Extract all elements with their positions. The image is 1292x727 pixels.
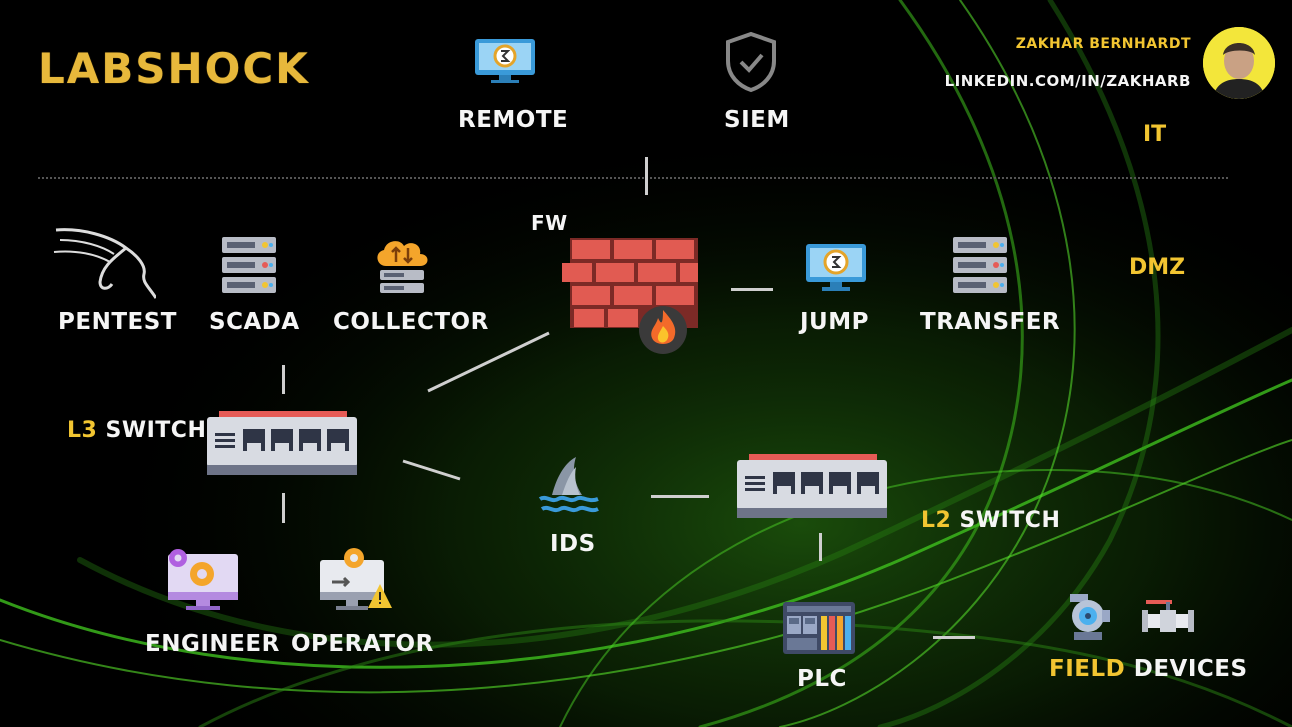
valve-icon [1142, 596, 1194, 640]
transfer-server-icon [952, 236, 1008, 300]
l3-switch-icon [205, 409, 359, 483]
link-plc-field [933, 636, 975, 639]
zone-it-label: IT [1143, 122, 1167, 147]
l3-switch-label: L3 SWITCH [67, 418, 206, 443]
pump-icon [1066, 592, 1110, 646]
author-avatar [1203, 27, 1275, 99]
scada-server-icon [221, 236, 277, 300]
plc-icon [781, 600, 857, 660]
author-link[interactable]: LINKEDIN.COM/IN/ZAKHARB [944, 72, 1191, 90]
jump-monitor-icon [805, 243, 867, 297]
jump-label: JUMP [800, 309, 869, 335]
l2-switch-icon [735, 452, 889, 526]
link-l3switch-ids [402, 459, 461, 481]
app-logo: LABSHOCK [38, 44, 310, 93]
firewall-icon [560, 236, 700, 358]
kali-dragon-icon [52, 226, 158, 308]
siem-label: SIEM [724, 107, 790, 133]
l2-switch-label: L2 SWITCH [921, 508, 1060, 533]
author-name: ZAKHAR BERNHARDT [1015, 36, 1191, 52]
link-fw-l3switch [427, 331, 550, 393]
operator-monitor-icon [318, 546, 394, 616]
remote-monitor-icon [474, 38, 536, 88]
link-fw-jump [731, 288, 773, 291]
field-prefix: FIELD [1049, 656, 1126, 682]
fw-label: FW [531, 211, 568, 235]
link-l3-engineer [282, 493, 285, 523]
link-scada-l3 [282, 365, 285, 394]
l3-prefix: L3 [67, 418, 98, 443]
link-l2-plc [819, 533, 822, 561]
collector-label: COLLECTOR [333, 309, 489, 335]
transfer-label: TRANSFER [920, 309, 1061, 335]
engineer-monitor-icon [164, 546, 242, 616]
operator-label: OPERATOR [291, 631, 434, 657]
l2-prefix: L2 [921, 508, 952, 533]
engineer-label: ENGINEER [145, 631, 280, 657]
link-ids-l2 [651, 495, 709, 498]
collector-cloud-icon [372, 236, 432, 300]
remote-label: REMOTE [458, 107, 569, 133]
zone-divider [38, 177, 1228, 179]
field-devices-text: DEVICES [1133, 656, 1248, 682]
plc-label: PLC [797, 666, 847, 692]
ids-label: IDS [550, 531, 596, 557]
field-devices-label: FIELD DEVICES [1049, 656, 1248, 682]
l2-switch-text: SWITCH [959, 508, 1061, 533]
ids-shark-icon [538, 455, 600, 521]
link-remote-fw [645, 157, 648, 195]
l3-switch-text: SWITCH [105, 418, 207, 443]
scada-label: SCADA [209, 309, 300, 335]
zone-dmz-label: DMZ [1129, 255, 1186, 280]
siem-shield-icon [724, 31, 778, 97]
pentest-label: PENTEST [58, 309, 177, 335]
